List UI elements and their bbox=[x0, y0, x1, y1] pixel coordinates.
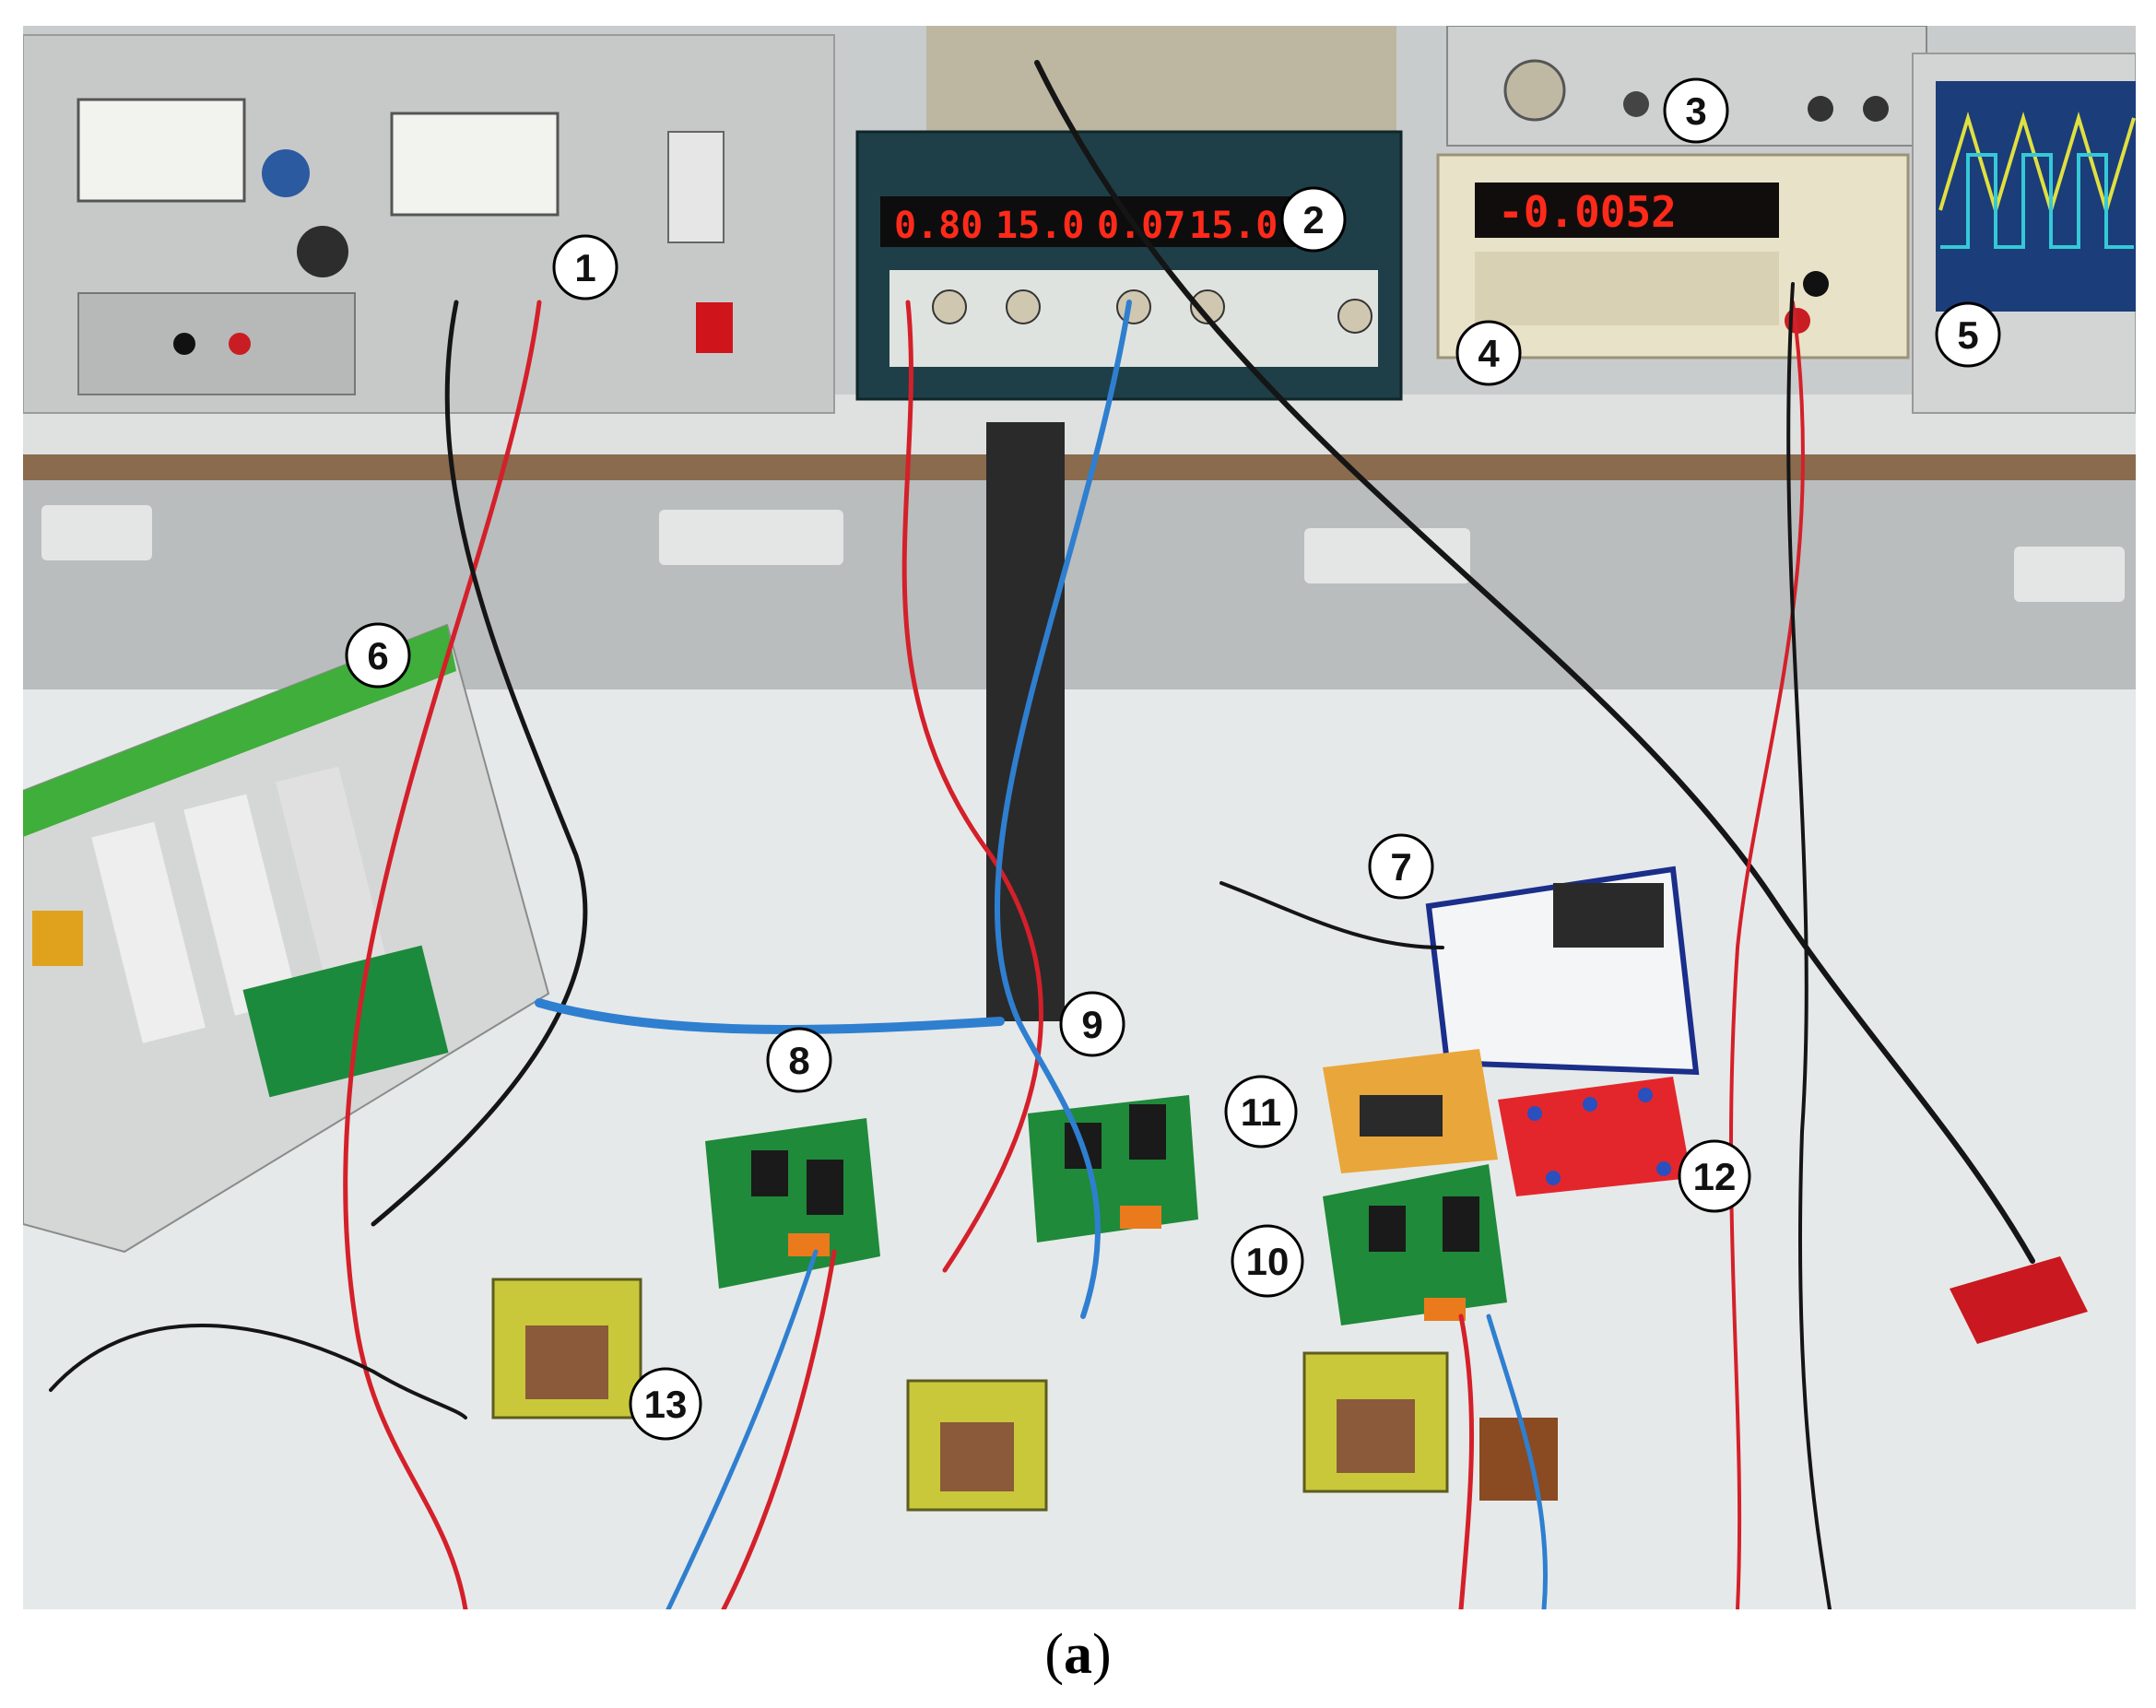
callout-13: 13 bbox=[629, 1367, 702, 1441]
psu-digits-3: 0.07 bbox=[1097, 205, 1185, 247]
wiring bbox=[49, 60, 2035, 1609]
dc-power-supply: 0.80 15.0 0.07 15.0 bbox=[855, 26, 1403, 401]
oscilloscope bbox=[1912, 53, 2136, 414]
function-generator bbox=[1446, 26, 1927, 147]
pcb-board-9 bbox=[1028, 1095, 1198, 1243]
psu-digits-2: 15.0 bbox=[996, 205, 1084, 247]
callout-1-label: 1 bbox=[574, 246, 595, 289]
multimeter-reading: -0.0052 bbox=[1498, 187, 1677, 237]
callout-8-label: 8 bbox=[788, 1039, 809, 1082]
callout-5-label: 5 bbox=[1957, 313, 1978, 357]
button-board bbox=[1498, 1077, 1691, 1196]
callout-9-label: 9 bbox=[1081, 1003, 1102, 1046]
callout-13-label: 13 bbox=[644, 1383, 688, 1426]
callout-11-label: 11 bbox=[1241, 1090, 1281, 1134]
callout-8: 8 bbox=[766, 1027, 832, 1093]
caption-open-paren: ( bbox=[1044, 1623, 1064, 1686]
callout-10-label: 10 bbox=[1246, 1240, 1290, 1283]
transformer-right bbox=[1302, 1351, 1449, 1493]
callout-12: 12 bbox=[1678, 1139, 1751, 1213]
callout-2-label: 2 bbox=[1302, 198, 1324, 241]
callout-6-label: 6 bbox=[367, 634, 388, 677]
breadboard bbox=[1425, 866, 1700, 1076]
shelf-edge bbox=[23, 454, 2136, 480]
callout-5: 5 bbox=[1935, 301, 2001, 368]
caption-letter: a bbox=[1064, 1623, 1092, 1686]
pcb-board-8 bbox=[705, 1118, 880, 1289]
callout-10: 10 bbox=[1231, 1224, 1304, 1298]
callout-4: 4 bbox=[1455, 320, 1522, 386]
lab-setup-photo: 0.80 15.0 0.07 15.0 -0.0052 bbox=[23, 26, 2136, 1609]
digital-multimeter: -0.0052 bbox=[1436, 153, 1910, 359]
psu-digits-4: 15.0 bbox=[1189, 205, 1278, 247]
psu-digits-1: 0.80 bbox=[894, 205, 983, 247]
transformer-13 bbox=[491, 1278, 642, 1419]
caption-close-paren: ) bbox=[1092, 1623, 1112, 1686]
callout-7-label: 7 bbox=[1390, 845, 1411, 889]
callout-3: 3 bbox=[1663, 77, 1729, 144]
callout-3-label: 3 bbox=[1685, 89, 1706, 133]
power-supply-unit bbox=[23, 34, 835, 414]
microcontroller-board bbox=[1323, 1049, 1498, 1173]
callout-9: 9 bbox=[1059, 991, 1125, 1057]
callout-6: 6 bbox=[345, 622, 411, 689]
callout-4-label: 4 bbox=[1478, 332, 1500, 375]
callout-11: 11 bbox=[1224, 1075, 1298, 1148]
small-brown-board bbox=[1479, 1418, 1558, 1501]
red-module bbox=[1950, 1256, 2088, 1344]
pcb-board-10 bbox=[1323, 1164, 1507, 1325]
callout-1: 1 bbox=[552, 234, 619, 300]
callout-7: 7 bbox=[1368, 833, 1434, 900]
callout-2: 2 bbox=[1280, 186, 1347, 253]
psu-display: 0.80 15.0 0.07 15.0 bbox=[894, 205, 1278, 247]
transformer-center bbox=[906, 1379, 1048, 1512]
callout-12-label: 12 bbox=[1693, 1155, 1737, 1198]
figure-caption: (a) bbox=[0, 1622, 2156, 1688]
